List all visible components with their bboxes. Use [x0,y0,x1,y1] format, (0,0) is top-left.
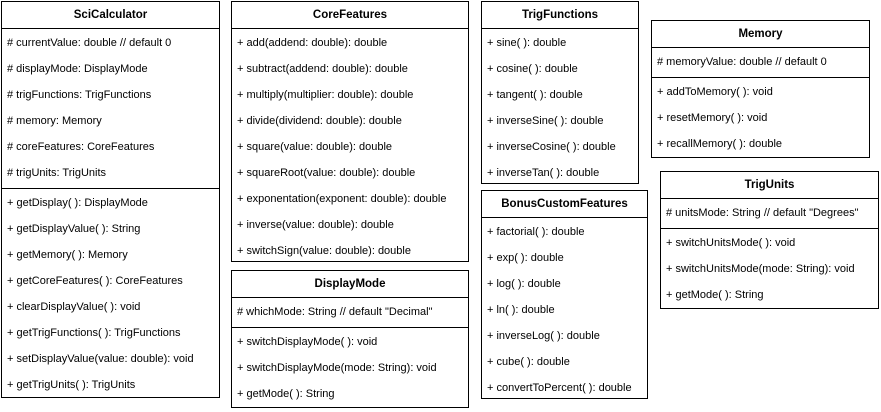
method-row: + getMode( ): String [666,289,764,301]
method-row: + add(addend: double): double [237,37,388,49]
attribute-row: # trigFunctions: TrigFunctions [7,89,152,101]
method-row: + inverseCosine( ): double [487,141,616,153]
class-box-scicalculator: SciCalculator# currentValue: double // d… [1,1,220,398]
class-box-bonuscustomfeatures: BonusCustomFeatures + factorial( ): doubl… [481,190,648,399]
method-row: + clearDisplayValue( ): void [7,301,141,313]
method-row: + getTrigFunctions( ): TrigFunctions [7,327,181,339]
attribute-row: # displayMode: DisplayMode [7,63,148,75]
attribute-section: # unitsMode: String // default "Degrees" [661,199,878,228]
method-row: + getDisplayValue( ): String [7,223,141,235]
method-row: + convertToPercent( ): double [487,382,632,394]
method-row: + tangent( ): double [487,89,583,101]
class-box-trigunits: TrigUnits # unitsMode: String // default … [660,171,879,309]
method-row: + inverseLog( ): double [487,330,600,342]
method-row: + log( ): double [487,278,561,290]
class-box-trigfunctions: TrigFunctions + sine( ): double + cosine( … [481,1,639,184]
method-row: + inverseSine( ): double [487,115,604,127]
method-row: + switchSign(value: double): double [237,245,411,257]
class-name: CoreFeatures [232,2,468,29]
method-row: + switchDisplayMode(mode: String): void [237,362,437,374]
class-name: TrigFunctions [482,2,638,29]
class-name: SciCalculator [2,2,219,29]
attribute-row: # whichMode: String // default "Decimal" [237,306,433,318]
method-section: + sine( ): double + cosine( ): double + ta… [482,29,638,188]
attribute-row: # memory: Memory [7,115,102,127]
method-row: + getDisplay( ): DisplayMode [7,197,148,209]
class-name: BonusCustomFeatures [482,191,647,218]
method-row: + switchDisplayMode( ): void [237,336,378,348]
method-row: + resetMemory( ): void [657,112,768,124]
method-row: + addToMemory( ): void [657,86,773,98]
method-row: + inverse(value: double): double [237,219,394,231]
method-row: + recallMemory( ): double [657,138,783,150]
method-row: + switchUnitsMode(mode: String): void [666,263,855,275]
method-section: + add(addend: double): double + subtract(… [232,29,468,266]
class-box-memory: Memory # memoryValue: double // default 0… [651,20,870,158]
method-row: + setDisplayValue(value: double): void [7,353,194,365]
method-row: + getMemory( ): Memory [7,249,128,261]
method-section: + addToMemory( ): void + resetMemory( ): … [652,77,869,159]
method-section: + switchDisplayMode( ): void + switchDisp… [232,327,468,409]
class-box-corefeatures: CoreFeatures + add(addend: double): doubl… [231,1,469,262]
class-box-displaymode: DisplayMode # whichMode: String // defaul… [231,270,469,408]
method-section: + getDisplay( ): DisplayMode + getDisplay… [2,188,219,400]
method-row: + square(value: double): double [237,141,393,153]
method-row: + cosine( ): double [487,63,578,75]
method-row: + ln( ): double [487,304,555,316]
method-row: + inverseTan( ): double [487,167,600,179]
class-name: DisplayMode [232,271,468,298]
method-row: + getTrigUnits( ): TrigUnits [7,379,136,391]
method-section: + switchUnitsMode( ): void + switchUnitsM… [661,228,878,310]
method-row: + factorial( ): double [487,226,585,238]
method-section: + factorial( ): double + exp( ): double + … [482,218,647,403]
method-row: + exponentation(exponent: double): doubl… [237,193,447,205]
attribute-section: # whichMode: String // default "Decimal" [232,298,468,327]
method-row: + sine( ): double [487,37,567,49]
method-row: + exp( ): double [487,252,564,264]
method-row: + getCoreFeatures( ): CoreFeatures [7,275,183,287]
method-row: + squareRoot(value: double): double [237,167,416,179]
class-name: Memory [652,21,869,48]
attribute-row: # currentValue: double // default 0 [7,37,172,49]
method-row: + subtract(addend: double): double [237,63,408,75]
attribute-row: # trigUnits: TrigUnits [7,167,107,179]
attribute-row: # coreFeatures: CoreFeatures [7,141,155,153]
class-name: TrigUnits [661,172,878,199]
attribute-section: # currentValue: double // default 0 # dis… [2,29,219,188]
method-row: + getMode( ): String [237,388,335,400]
attribute-section: # memoryValue: double // default 0 [652,48,869,77]
method-row: + divide(dividend: double): double [237,115,402,127]
method-row: + multiply(multiplier: double): double [237,89,414,101]
method-row: + switchUnitsMode( ): void [666,237,796,249]
attribute-row: # memoryValue: double // default 0 [657,56,827,68]
attribute-row: # unitsMode: String // default "Degrees" [666,207,859,219]
method-row: + cube( ): double [487,356,570,368]
